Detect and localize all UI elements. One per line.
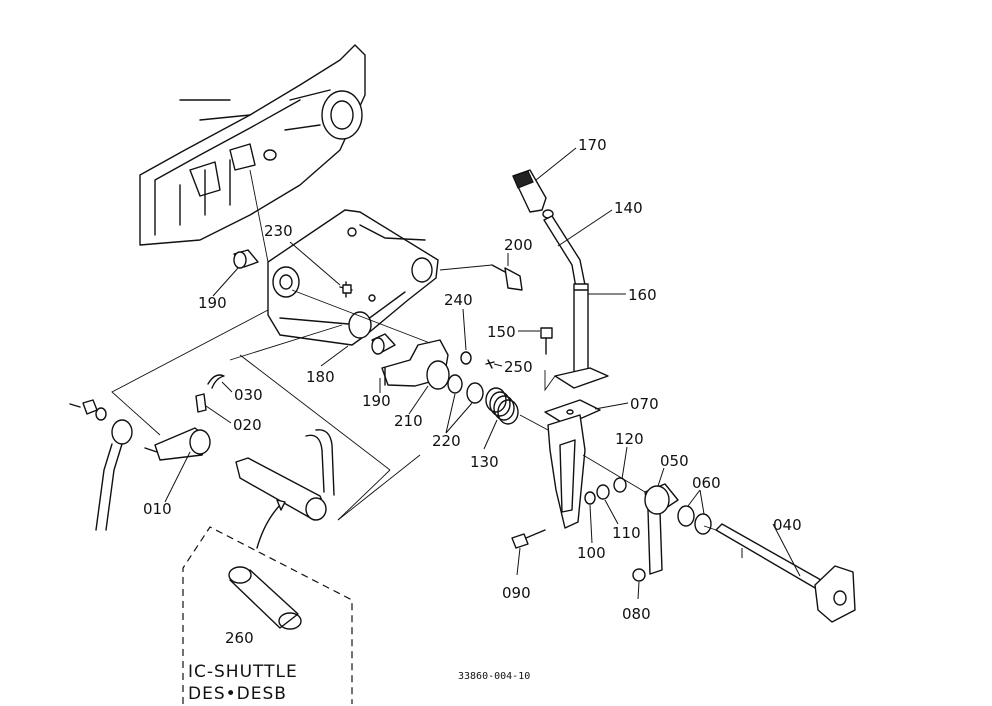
callout-200: 200 <box>504 236 533 254</box>
lever-knob-170 <box>512 169 554 219</box>
arm-050 <box>644 483 679 575</box>
callout-230: 230 <box>264 222 293 240</box>
pin-020 <box>195 393 207 413</box>
pin-250 <box>485 359 495 369</box>
shaft-040 <box>715 523 856 623</box>
callout-090: 090 <box>502 584 531 602</box>
bushing-260 <box>228 566 302 630</box>
shift-holder-210 <box>381 339 450 390</box>
bracket-180 <box>267 209 439 346</box>
washer-240 <box>460 351 472 365</box>
lever-tube-160 <box>573 283 589 377</box>
pedal-shaft <box>235 429 335 521</box>
washer-110 <box>596 484 610 500</box>
variant-box: IC-SHUTTLE DES•DESB <box>182 499 353 704</box>
connection-guides <box>111 169 717 531</box>
callout-020: 020 <box>233 416 262 434</box>
callout-210: 210 <box>394 412 423 430</box>
bolt-200 <box>491 264 523 291</box>
collars-060 <box>677 505 712 535</box>
variant-label-line2: DES•DESB <box>188 684 287 704</box>
callout-160: 160 <box>628 286 657 304</box>
washer-100 <box>584 491 596 505</box>
callout-190-upper: 190 <box>198 294 227 312</box>
callout-120: 120 <box>615 430 644 448</box>
arm-010 <box>144 427 211 461</box>
callout-040: 040 <box>773 516 802 534</box>
bolt-090 <box>511 529 546 549</box>
callout-030: 030 <box>234 386 263 404</box>
rod-end-assembly <box>69 399 133 531</box>
bushing-190-lower <box>371 333 396 355</box>
clip-030 <box>207 374 225 389</box>
callout-190-lower: 190 <box>362 392 391 410</box>
callout-220: 220 <box>432 432 461 450</box>
lever-plate-070 <box>544 399 601 426</box>
callout-150: 150 <box>487 323 516 341</box>
nut-080 <box>632 568 646 582</box>
callout-100: 100 <box>577 544 606 562</box>
callout-140: 140 <box>614 199 643 217</box>
shift-lever-140 <box>543 215 586 289</box>
callout-170: 170 <box>578 136 607 154</box>
callout-180: 180 <box>306 368 335 386</box>
callout-080: 080 <box>622 605 651 623</box>
callout-110: 110 <box>612 524 641 542</box>
callout-070: 070 <box>630 395 659 413</box>
callout-260: 260 <box>225 629 254 647</box>
shift-arm-fork <box>547 414 586 529</box>
lever-plate-base <box>554 367 609 389</box>
collars-220 <box>447 374 484 404</box>
callout-010: 010 <box>143 500 172 518</box>
callout-leaders <box>164 147 801 600</box>
bushing-190-upper <box>233 249 259 269</box>
spring-130 <box>485 387 519 425</box>
callout-240: 240 <box>444 291 473 309</box>
nut-120 <box>613 477 627 493</box>
bolt-230 <box>339 281 353 298</box>
figure-code: 33860-004-10 <box>458 671 530 682</box>
transmission-housing <box>139 44 366 246</box>
callout-130: 130 <box>470 453 499 471</box>
variant-label-line1: IC-SHUTTLE <box>188 662 298 682</box>
callout-060: 060 <box>692 474 721 492</box>
callout-250: 250 <box>504 358 533 376</box>
bolt-150 <box>540 327 553 355</box>
callout-labels: 170 140 160 150 070 230 190 200 240 250 … <box>143 136 802 682</box>
callout-050: 050 <box>660 452 689 470</box>
